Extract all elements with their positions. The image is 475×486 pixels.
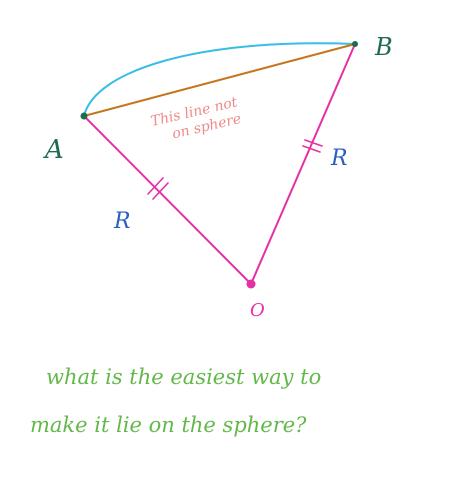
arc-ab xyxy=(83,42,356,117)
radius-bo xyxy=(250,43,356,285)
point-a-marker xyxy=(80,112,88,120)
chord-ab xyxy=(83,43,356,117)
tick-mark xyxy=(147,177,164,195)
label-b: B xyxy=(374,33,393,61)
chord-note: This line not on sphere xyxy=(149,94,242,142)
point-o-marker xyxy=(246,279,256,289)
question-line-1: what is the easiest way to xyxy=(46,365,321,389)
label-r-left: R xyxy=(113,209,131,234)
tick-mark xyxy=(302,145,321,153)
tick-mark xyxy=(152,182,169,200)
label-a: A xyxy=(43,135,64,165)
tick-marks-bo xyxy=(302,139,323,153)
point-b-marker xyxy=(352,41,358,47)
question: what is the easiest way to make it lie o… xyxy=(30,365,321,437)
label-o: O xyxy=(250,300,265,321)
tick-mark xyxy=(304,139,323,147)
radius-ao xyxy=(83,115,252,285)
label-r-right: R xyxy=(330,146,348,171)
tick-marks-ao xyxy=(147,177,169,200)
question-line-2: make it lie on the sphere? xyxy=(30,413,307,437)
